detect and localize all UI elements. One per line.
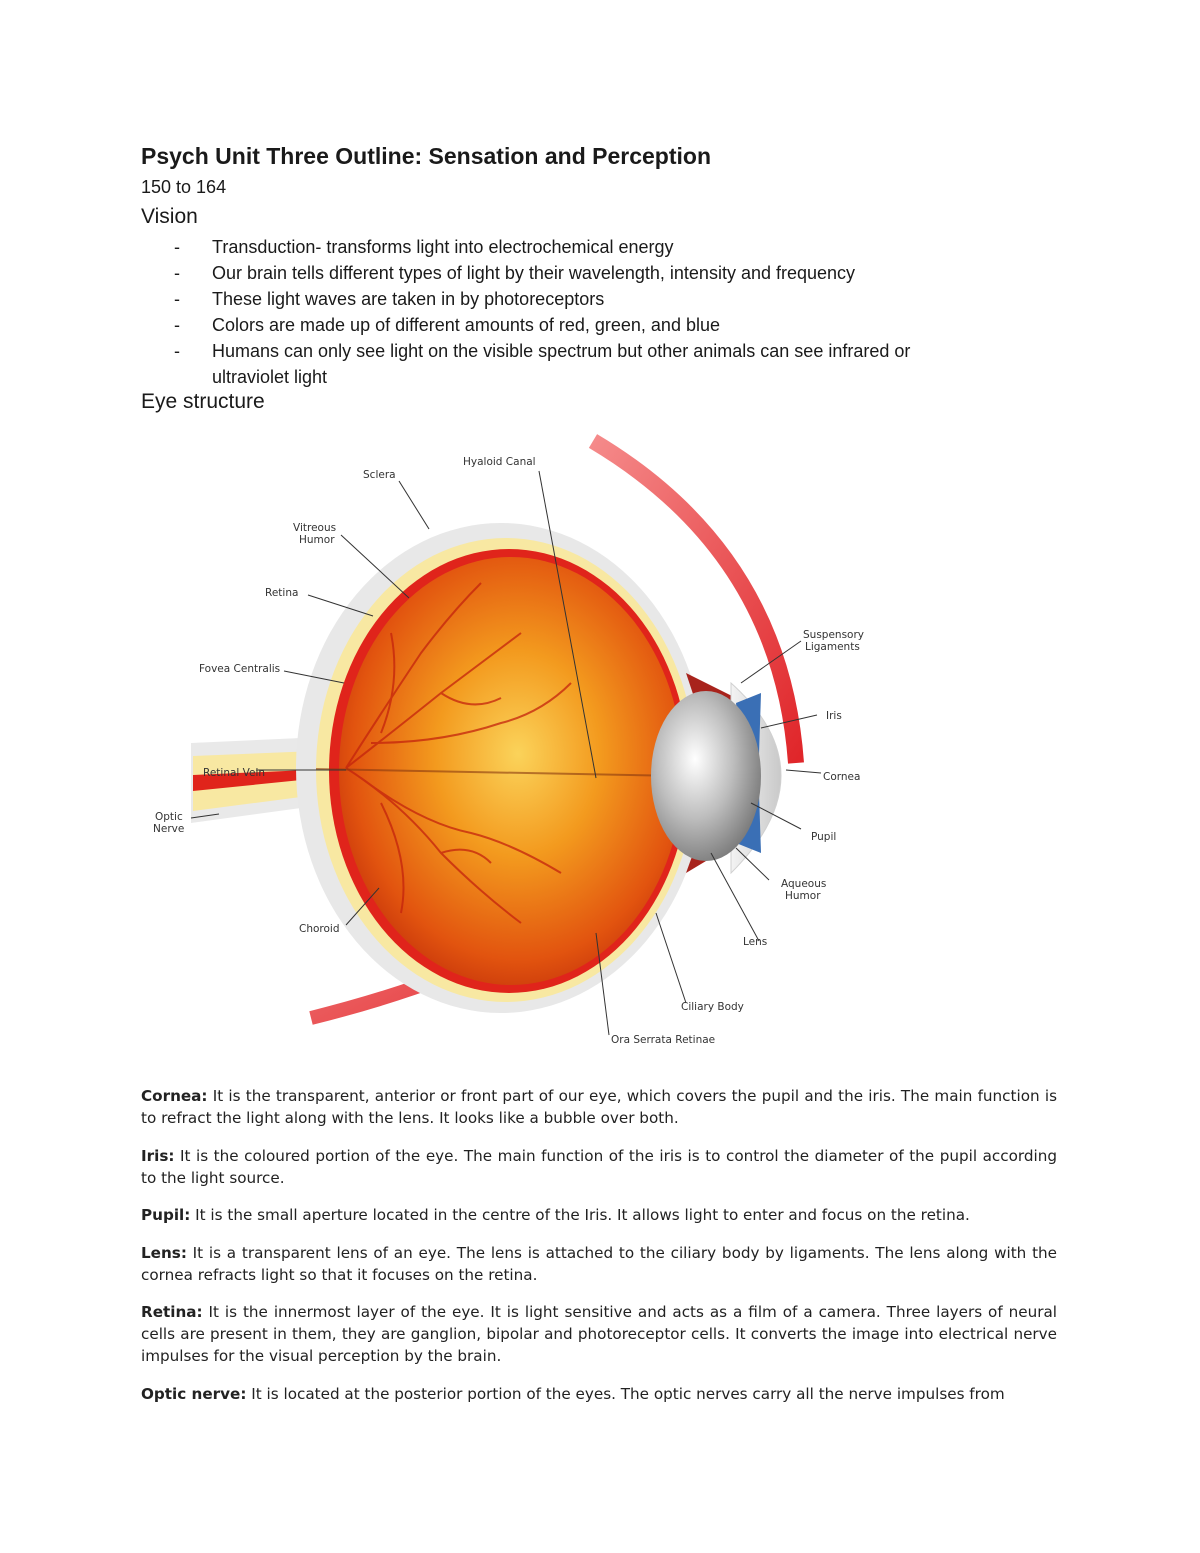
label-lens: Lens xyxy=(743,936,767,948)
label-fovea: Fovea Centralis xyxy=(199,663,280,675)
bullet-text: Colors are made up of different amounts … xyxy=(212,315,720,335)
definition-pupil: Pupil: It is the small aperture located … xyxy=(141,1204,1057,1226)
definition-iris: Iris: It is the coloured portion of the … xyxy=(141,1145,1057,1189)
lens-shape xyxy=(651,691,761,861)
light-arc-top xyxy=(588,434,804,764)
label-pupil: Pupil xyxy=(811,831,836,843)
label-choroid: Choroid xyxy=(299,923,340,935)
definition-text: It is the transparent, anterior or front… xyxy=(141,1087,1057,1127)
vision-heading: Vision xyxy=(141,205,198,228)
bullet-text: Humans can only see light on the visible… xyxy=(212,341,911,387)
eye-diagram-svg: Hyaloid Canal Sclera Vitreous Humor Reti… xyxy=(153,434,864,1046)
definition-cornea: Cornea: It is the transparent, anterior … xyxy=(141,1085,1057,1129)
list-item: - These light waves are taken in by photo… xyxy=(141,286,1041,312)
label-retina: Retina xyxy=(265,587,298,599)
label-suspensory: Suspensory xyxy=(803,629,864,641)
definition-lens: Lens: It is a transparent lens of an eye… xyxy=(141,1242,1057,1286)
bullet-text: These light waves are taken in by photor… xyxy=(212,289,605,309)
definition-term: Pupil: xyxy=(141,1206,191,1224)
definition-text: It is located at the posterior portion o… xyxy=(246,1384,1005,1403)
list-item: - Our brain tells different types of ligh… xyxy=(141,260,1041,286)
vitreous-body xyxy=(339,557,683,985)
bullet-dash: - xyxy=(174,237,180,257)
label-iris: Iris xyxy=(826,710,842,722)
bullet-dash: - xyxy=(174,341,180,361)
definition-term: Lens: xyxy=(141,1243,187,1262)
label-suspensory-2: Ligaments xyxy=(805,641,860,653)
label-hyaloid-canal: Hyaloid Canal xyxy=(463,456,536,468)
definition-optic-nerve: Optic nerve: It is located at the poster… xyxy=(141,1383,1057,1405)
list-item: - Humans can only see light on the visibl… xyxy=(141,338,1041,390)
label-aqueous-2: Humor xyxy=(785,890,821,902)
definition-term: Cornea: xyxy=(141,1087,208,1105)
page-title: Psych Unit Three Outline: Sensation and … xyxy=(141,143,711,169)
leader-lines xyxy=(190,470,822,1036)
label-ora-serrata: Ora Serrata Retinae xyxy=(611,1034,715,1046)
vision-bullet-list: - Transduction- transforms light into ele… xyxy=(141,234,1041,390)
definition-text: It is the small aperture located in the … xyxy=(190,1206,970,1224)
label-cornea: Cornea xyxy=(823,771,860,783)
definition-text: It is the innermost layer of the eye. It… xyxy=(141,1303,1057,1365)
label-aqueous: Aqueous xyxy=(781,878,826,890)
bullet-text: Transduction- transforms light into elec… xyxy=(212,237,674,257)
definition-text: It is a transparent lens of an eye. The … xyxy=(141,1243,1057,1284)
definitions: Cornea: It is the transparent, anterior … xyxy=(141,1085,1057,1420)
label-retinal-vein: Retinal Vein xyxy=(203,767,265,779)
bullet-dash: - xyxy=(174,289,180,309)
retinal-vessels xyxy=(345,582,572,924)
label-vitreous-2: Humor xyxy=(299,534,335,546)
definition-text: It is the coloured portion of the eye. T… xyxy=(141,1146,1057,1187)
bullet-dash: - xyxy=(174,263,180,283)
list-item: - Colors are made up of different amounts… xyxy=(141,312,1041,338)
label-optic-nerve-2: Nerve xyxy=(153,823,184,835)
bullet-text: Our brain tells different types of light… xyxy=(212,263,856,283)
page-range: 150 to 164 xyxy=(141,177,227,197)
list-item: - Transduction- transforms light into ele… xyxy=(141,234,1041,260)
label-vitreous: Vitreous xyxy=(293,522,336,534)
definition-term: Optic nerve: xyxy=(141,1384,247,1403)
label-optic-nerve: Optic xyxy=(155,811,183,823)
eye-diagram: Hyaloid Canal Sclera Vitreous Humor Reti… xyxy=(141,433,881,1058)
bullet-dash: - xyxy=(174,315,180,335)
label-sclera: Sclera xyxy=(363,469,396,481)
label-ciliary-body: Ciliary Body xyxy=(681,1001,744,1013)
definition-retina: Retina: It is the innermost layer of the… xyxy=(141,1301,1057,1367)
definition-term: Iris: xyxy=(141,1146,175,1165)
hyaloid-line xyxy=(315,768,682,777)
definition-term: Retina: xyxy=(141,1303,203,1321)
eye-structure-heading: Eye structure xyxy=(141,390,265,413)
